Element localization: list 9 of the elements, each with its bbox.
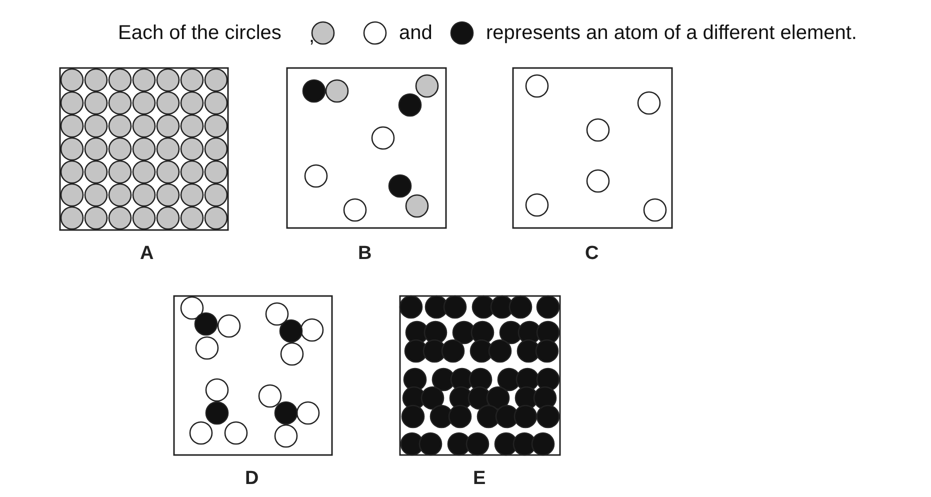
box-letter: A [140, 243, 154, 265]
box-letter: C [585, 243, 599, 265]
question-text: Each of the circles [118, 21, 282, 45]
question-text: , [309, 24, 315, 48]
box-letter: D [245, 468, 259, 490]
question-text: and [399, 21, 432, 45]
question-text: represents an atom of a different element. [486, 21, 857, 45]
box-letter: B [358, 243, 372, 265]
box-letter: E [473, 468, 486, 490]
